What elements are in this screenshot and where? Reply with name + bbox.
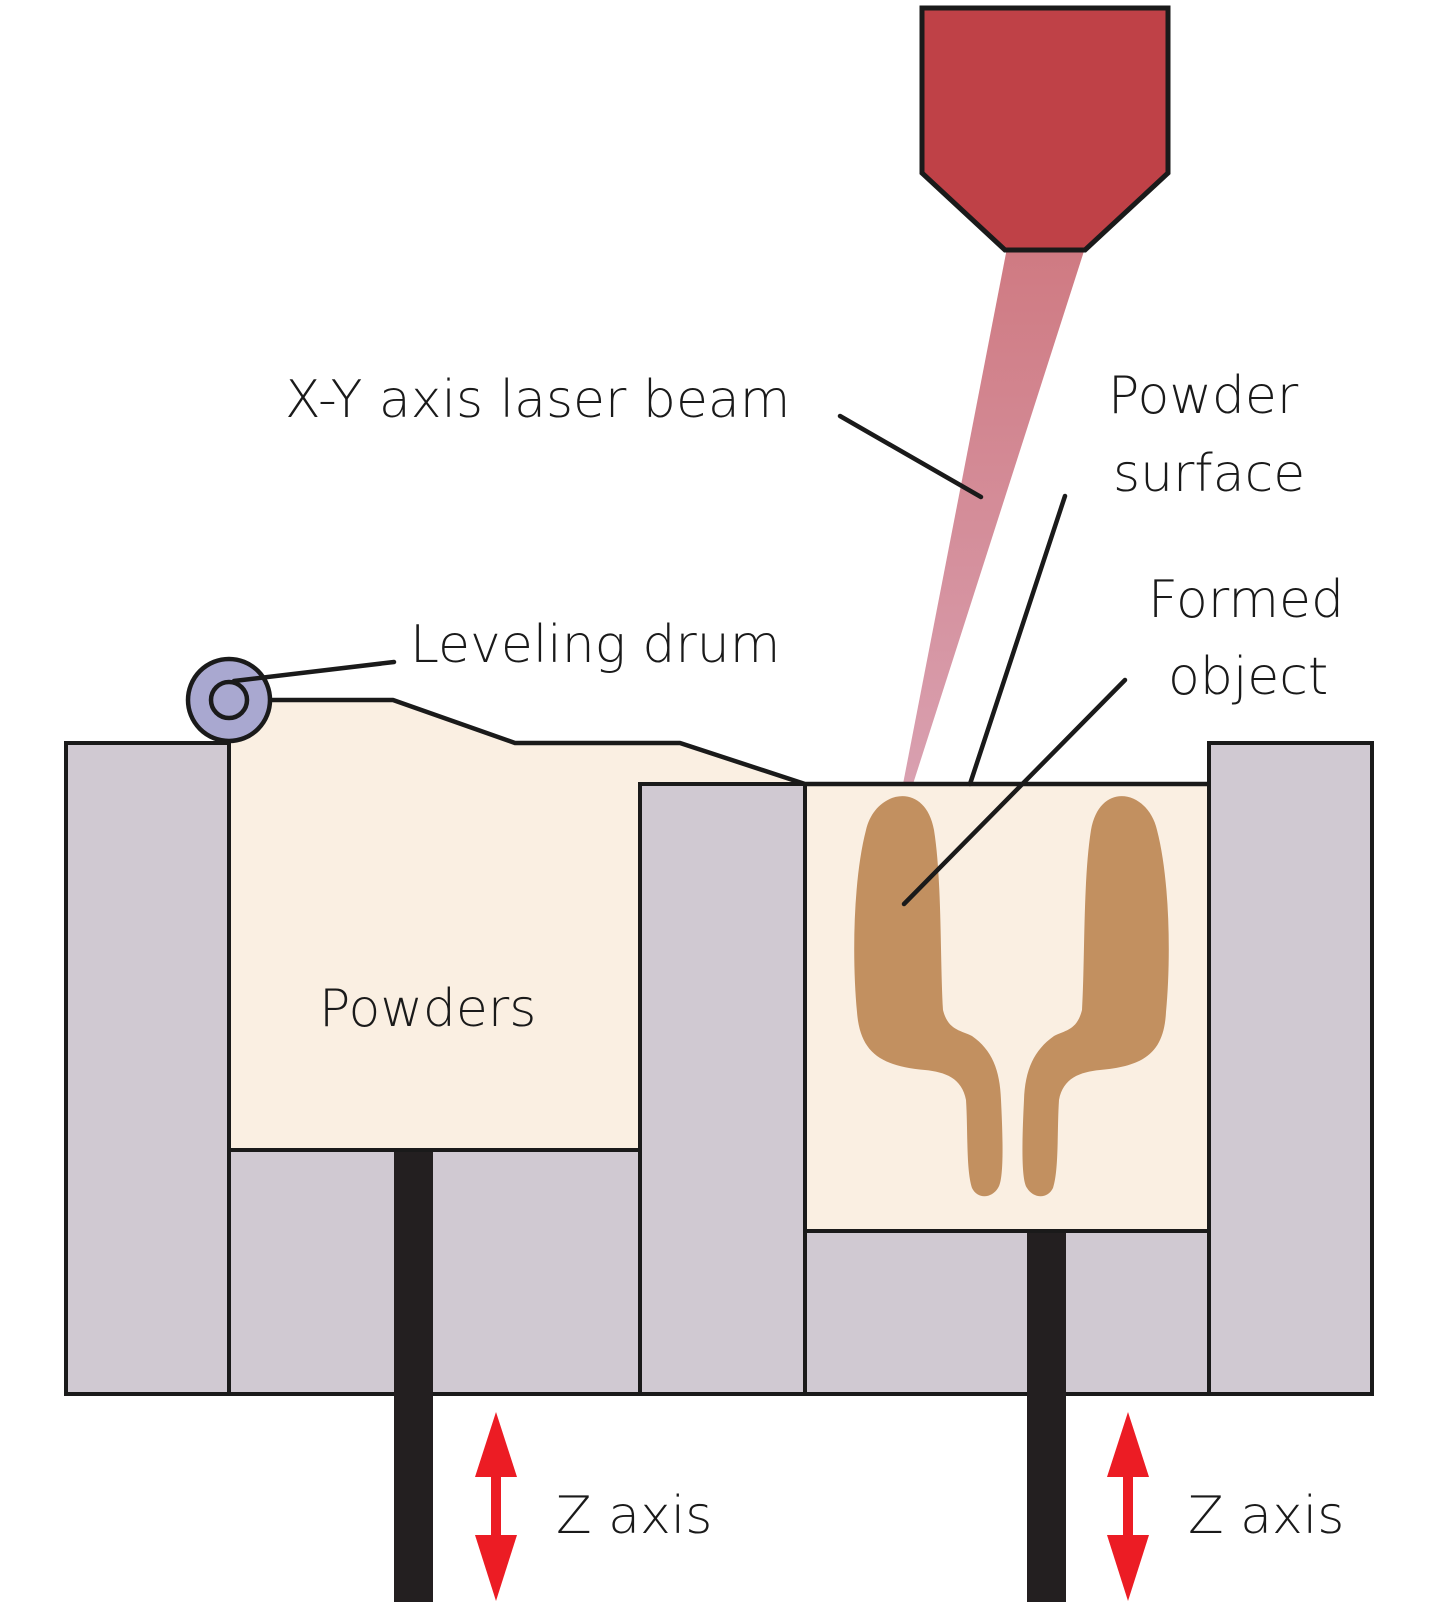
leader-laser-beam	[837, 413, 984, 500]
label-formed-object-2: object	[1168, 647, 1328, 707]
powder-reservoir	[229, 700, 805, 1150]
left-piston-rod	[394, 1152, 433, 1602]
z-axis-arrow-right	[1107, 1412, 1149, 1601]
label-powder-surface-1: Powder	[1108, 366, 1299, 426]
left-wall	[64, 741, 231, 1396]
label-laser-beam: X-Y axis laser beam	[285, 370, 790, 430]
formed-object-right	[1022, 796, 1169, 1197]
z-axis-arrow-left	[475, 1412, 517, 1601]
label-leveling-drum: Leveling drum	[410, 615, 780, 675]
leveling-drum	[185, 656, 273, 744]
right-piston-rod	[1027, 1233, 1066, 1602]
label-formed-object-1: Formed	[1148, 570, 1344, 630]
right-piston	[803, 1229, 1211, 1396]
left-piston	[227, 1148, 642, 1396]
label-z-axis-left: Z axis	[556, 1486, 712, 1546]
leader-leveling-drum	[231, 659, 397, 684]
laser-head	[919, 5, 1171, 253]
label-powder-surface-2: surface	[1113, 444, 1305, 504]
formed-object	[854, 796, 1003, 1197]
middle-wall	[638, 782, 807, 1396]
leader-powder-surface	[967, 493, 1068, 787]
right-wall	[1207, 741, 1374, 1396]
label-z-axis-right: Z axis	[1188, 1486, 1344, 1546]
laser-beam	[903, 248, 1085, 784]
leader-formed-object	[901, 677, 1128, 907]
label-powders: Powders	[319, 979, 536, 1039]
